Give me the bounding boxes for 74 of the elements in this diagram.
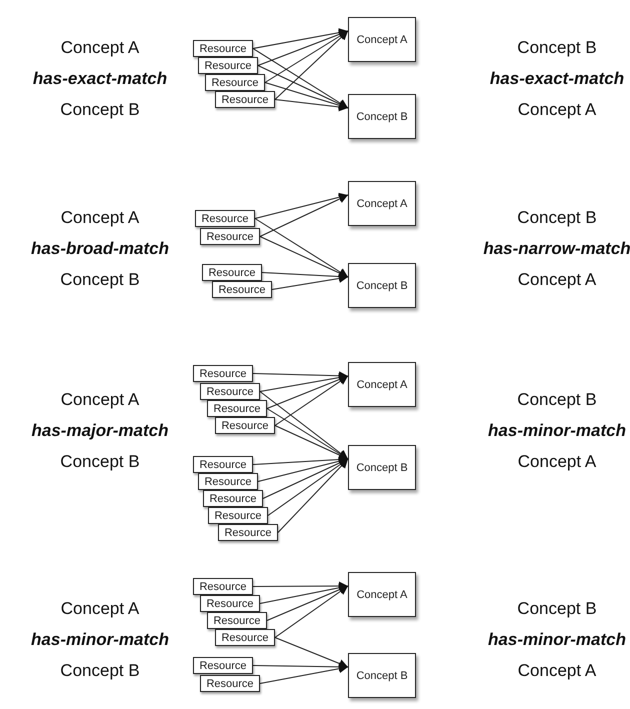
arrow <box>274 637 348 668</box>
concept-label: Concept B <box>60 270 140 290</box>
arrow <box>274 30 348 100</box>
arrow <box>252 28 348 49</box>
resource-card: Resource <box>193 578 253 595</box>
arrow <box>260 194 348 237</box>
concept-label: Concept B <box>60 661 140 681</box>
resource-card: Resource <box>200 383 260 400</box>
resource-card: Resource <box>215 629 275 646</box>
resource-card: Resource <box>193 456 253 473</box>
resource-card: Resource <box>212 281 272 298</box>
resource-card: Resource <box>208 507 268 524</box>
relation-label: has-broad-match <box>31 239 169 259</box>
arrow <box>258 65 348 108</box>
arrow <box>260 391 348 460</box>
resource-card: Resource <box>193 657 253 674</box>
concept-label: Concept B <box>60 452 140 472</box>
concept-box: Concept B <box>348 94 416 139</box>
concept-label: Concept A <box>60 208 140 228</box>
concept-label: Concept A <box>518 661 596 681</box>
arrow <box>266 408 348 460</box>
relation-label: has-exact-match <box>490 69 624 89</box>
concept-label: Concept B <box>517 390 597 410</box>
concept-box: Concept A <box>348 362 416 407</box>
arrow <box>258 30 348 66</box>
concept-box: Concept A <box>348 572 416 617</box>
concept-label: Concept A <box>518 100 596 120</box>
relation-label: has-minor-match <box>488 630 626 650</box>
arrow <box>252 48 348 108</box>
arrow <box>260 664 348 684</box>
arrow <box>254 218 348 278</box>
concept-box: Concept A <box>348 17 416 62</box>
resource-card: Resource <box>205 74 265 91</box>
arrow <box>254 192 348 219</box>
resource-card: Resource <box>207 400 267 417</box>
resource-card: Resource <box>200 595 260 612</box>
resource-card: Resource <box>200 675 260 692</box>
concept-label: Concept B <box>517 208 597 228</box>
relation-label: has-minor-match <box>488 421 626 441</box>
relation-label: has-exact-match <box>32 69 168 89</box>
relation-label: has-minor-match <box>31 630 169 650</box>
concept-box: Concept B <box>348 445 416 490</box>
concept-label: Concept A <box>60 390 140 410</box>
resource-card: Resource <box>218 524 278 541</box>
concept-box: Concept B <box>348 263 416 308</box>
arrow <box>260 236 348 278</box>
concept-label: Concept A <box>60 38 140 58</box>
concept-label: Concept A <box>518 452 596 472</box>
resource-card: Resource <box>193 365 253 382</box>
resource-card: Resource <box>198 473 258 490</box>
concept-label: Concept B <box>517 38 597 58</box>
concept-label: Concept A <box>60 599 140 619</box>
arrow <box>274 99 348 112</box>
concept-box: Concept B <box>348 653 416 698</box>
arrow <box>264 82 348 110</box>
resource-card: Resource <box>215 417 275 434</box>
concept-label: Concept B <box>60 100 140 120</box>
arrow <box>278 458 348 533</box>
arrow <box>272 274 348 290</box>
concept-box: Concept A <box>348 181 416 226</box>
concept-label: Concept B <box>517 599 597 619</box>
relation-label: has-narrow-match <box>483 239 630 259</box>
resource-card: Resource <box>207 612 267 629</box>
relation-label: has-major-match <box>32 421 168 441</box>
resource-card: Resource <box>195 210 255 227</box>
arrow <box>274 376 348 426</box>
concept-label: Concept A <box>518 270 596 290</box>
resource-card: Resource <box>203 490 263 507</box>
resource-card: Resource <box>193 40 253 57</box>
resource-card: Resource <box>200 228 260 245</box>
arrow <box>274 586 348 638</box>
resource-card: Resource <box>198 57 258 74</box>
resource-card: Resource <box>215 91 275 108</box>
resource-card: Resource <box>202 264 262 281</box>
